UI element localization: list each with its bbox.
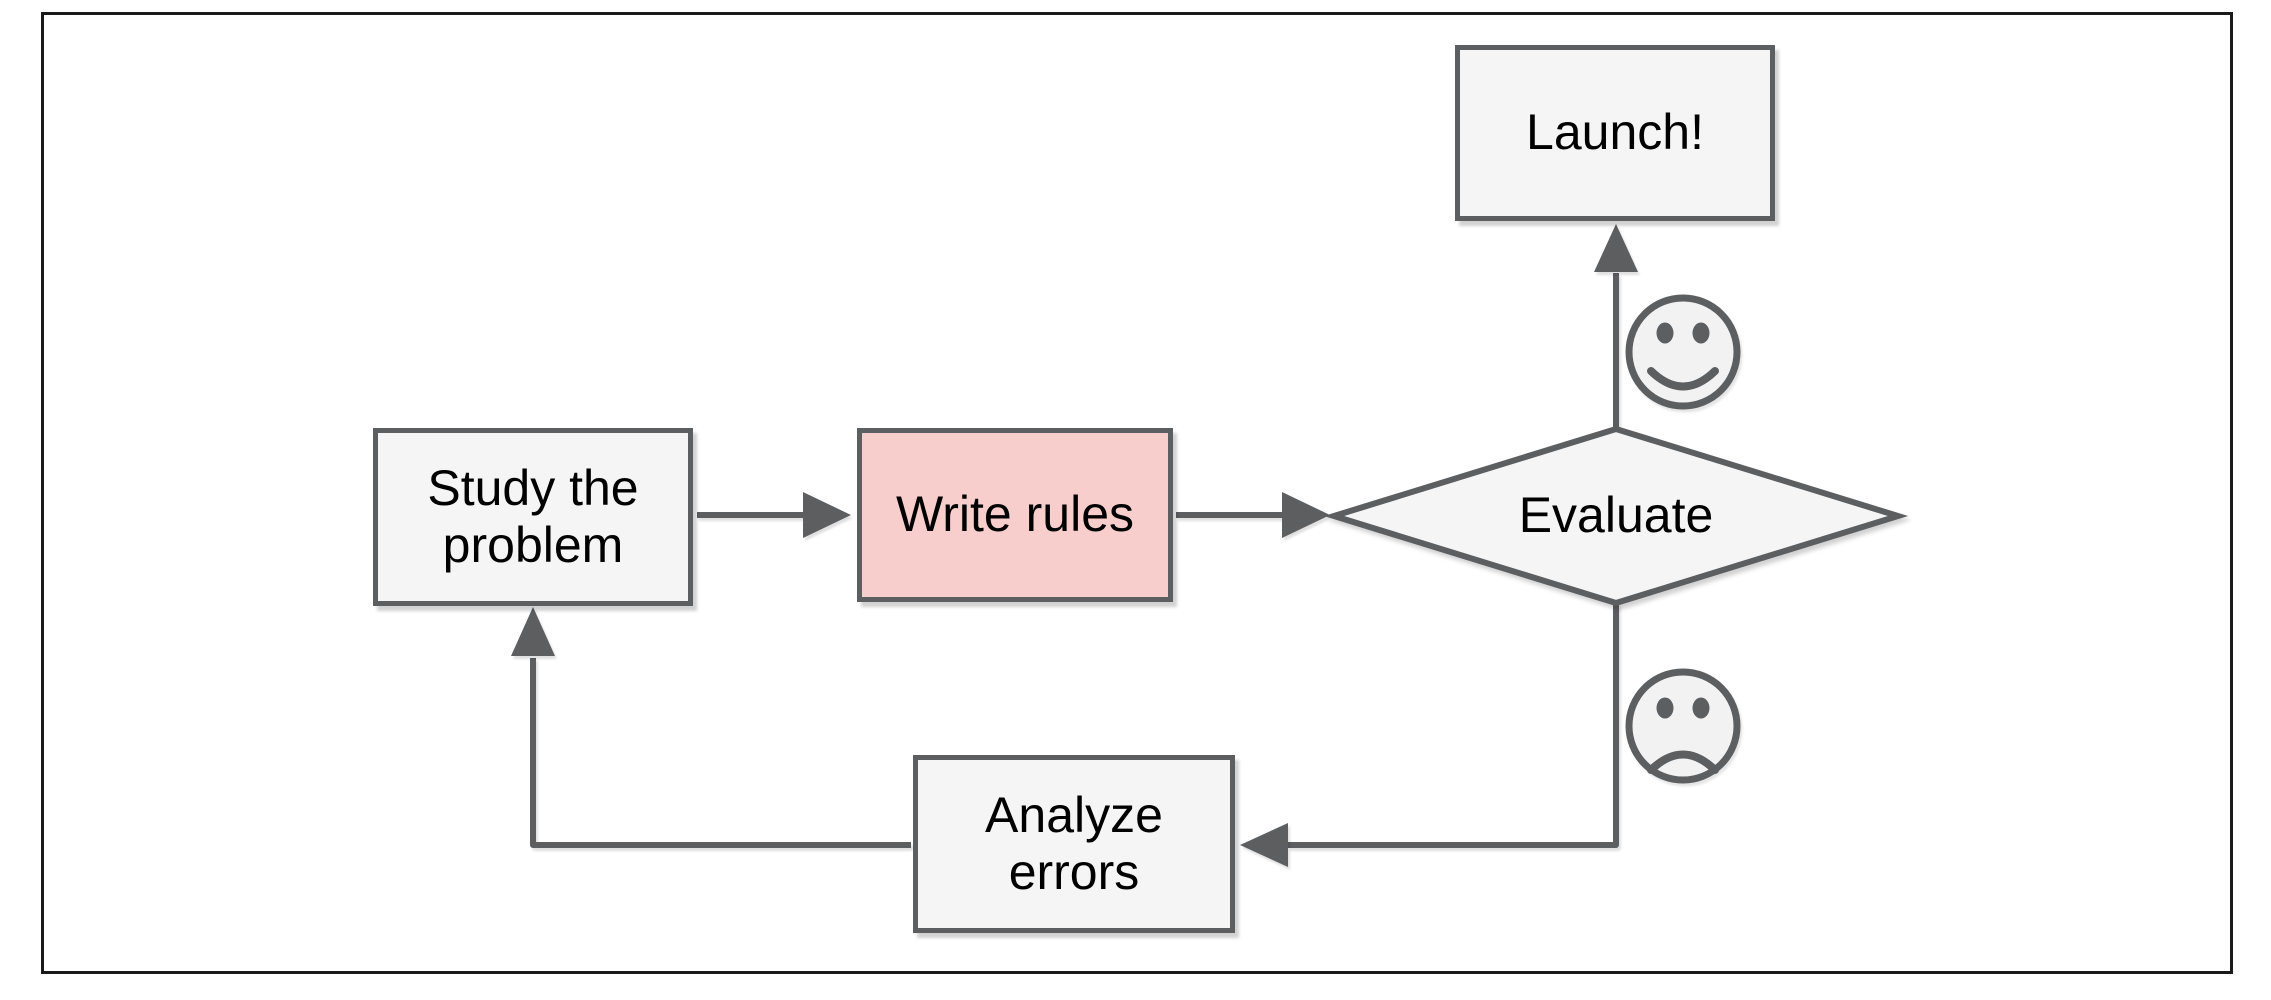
node-study-label-line1: Study the xyxy=(427,459,639,516)
arrow-analyze-errors-to-study xyxy=(511,607,911,848)
arrow-write-rules-to-evaluate xyxy=(1176,492,1330,538)
node-launch-label: Launch! xyxy=(1526,104,1704,161)
node-write-rules: Write rules xyxy=(857,428,1173,602)
node-evaluate-label: Evaluate xyxy=(1518,487,1714,544)
arrow-study-to-write-rules xyxy=(697,492,851,538)
node-analyze-errors: Analyze errors xyxy=(913,755,1235,933)
node-study-label-line2: problem xyxy=(442,517,624,573)
diagram-frame xyxy=(41,12,2233,974)
node-analyze-label-line1: Analyze xyxy=(985,786,1163,843)
sad-face-icon xyxy=(1625,668,1741,784)
arrow-evaluate-to-launch xyxy=(1594,224,1638,429)
arrow-evaluate-to-analyze-errors xyxy=(1240,603,1619,867)
node-launch: Launch! xyxy=(1455,45,1775,221)
node-analyze-label-line2: errors xyxy=(1008,844,1140,900)
node-study-the-problem: Study the problem xyxy=(373,428,693,606)
node-write-rules-label: Write rules xyxy=(895,486,1134,543)
happy-face-icon xyxy=(1625,294,1741,410)
evaluate-diamond-shape xyxy=(1323,425,1909,607)
